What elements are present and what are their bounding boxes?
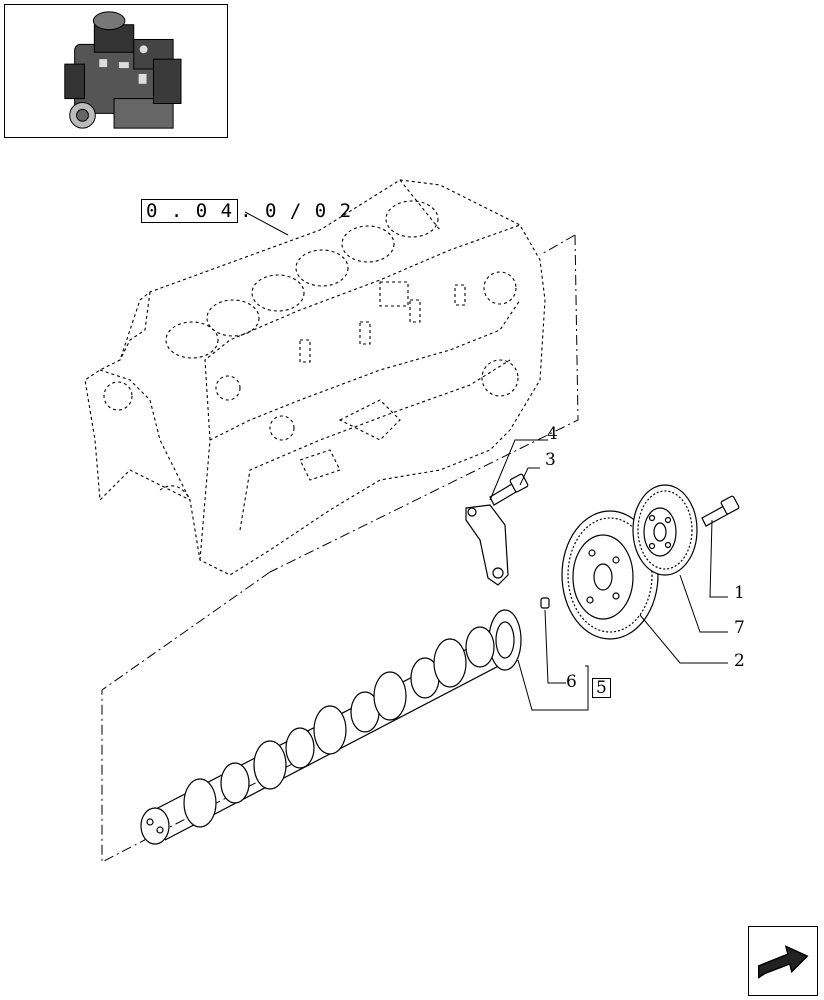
engine-thumbnail bbox=[4, 4, 228, 138]
callout-1: 1 bbox=[734, 583, 745, 603]
bracket bbox=[465, 504, 509, 586]
screw-1 bbox=[701, 495, 740, 527]
engine-block bbox=[84, 179, 546, 576]
callout-7: 7 bbox=[734, 618, 745, 638]
callout-3: 3 bbox=[545, 450, 556, 470]
leader-lines bbox=[244, 211, 728, 711]
idler-gear bbox=[632, 484, 698, 576]
engine-thumbnail-icon bbox=[64, 11, 182, 129]
section-reference[interactable]: 0 . 0 4. 0 / 0 2 bbox=[141, 199, 353, 224]
callout-6: 6 bbox=[566, 672, 577, 692]
reference-code-suffix: . 0 / 0 2 bbox=[240, 200, 353, 222]
camshaft bbox=[140, 609, 522, 845]
next-page-button[interactable] bbox=[748, 926, 818, 996]
callout-4: 4 bbox=[547, 424, 558, 444]
reference-code-boxed: 0 . 0 4 bbox=[141, 199, 239, 223]
callout-5: 5 bbox=[592, 678, 611, 698]
callout-2: 2 bbox=[734, 651, 745, 671]
pin bbox=[540, 597, 550, 609]
next-page-arrow-icon bbox=[757, 945, 809, 979]
